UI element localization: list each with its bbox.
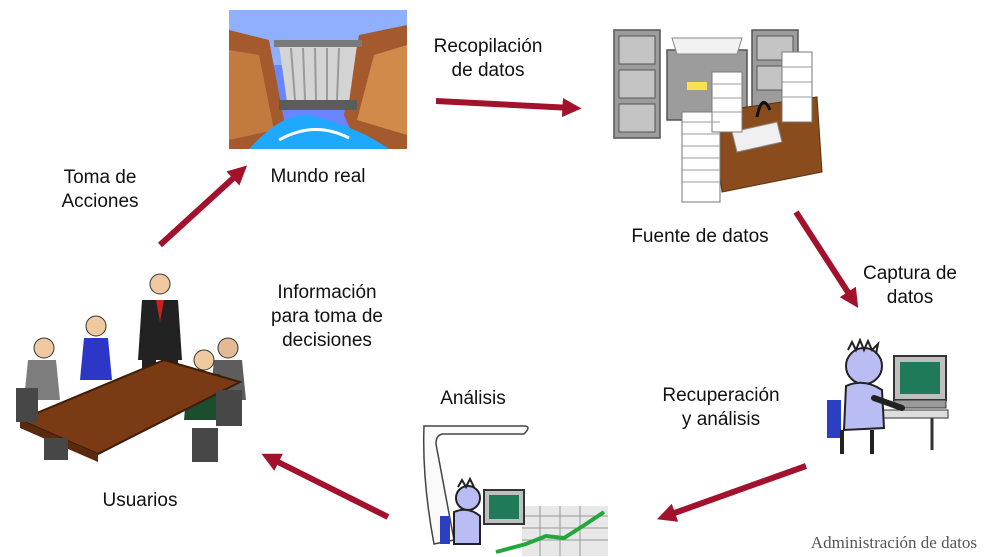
- computer-user-icon: [827, 338, 949, 454]
- label-recuperacion: Recuperación y análisis: [662, 385, 780, 430]
- dam-icon: [229, 10, 407, 149]
- label-usuarios: Usuarios: [102, 490, 178, 511]
- label-fuente-datos: Fuente de datos: [631, 226, 769, 247]
- arrow-recopilacion: [435, 97, 582, 118]
- analysis-icon: [422, 425, 608, 556]
- arrow-captura: [793, 210, 859, 309]
- label-analisis: Análisis: [440, 388, 506, 409]
- arrow-recuperacion: [656, 463, 808, 522]
- label-toma-acciones: Toma de Acciones: [61, 167, 139, 212]
- footer-title: Administración de datos: [810, 533, 977, 552]
- arrow-toma: [157, 165, 248, 248]
- label-captura-datos: Captura de datos: [862, 263, 957, 308]
- label-informacion: Información para toma de decisiones: [271, 282, 383, 351]
- label-mundo-real: Mundo real: [270, 166, 366, 187]
- label-recopilacion: Recopilación de datos: [433, 36, 543, 81]
- meeting-icon: [16, 273, 246, 462]
- filing-cabinet-icon: [613, 29, 823, 203]
- arrow-informacion: [261, 453, 390, 520]
